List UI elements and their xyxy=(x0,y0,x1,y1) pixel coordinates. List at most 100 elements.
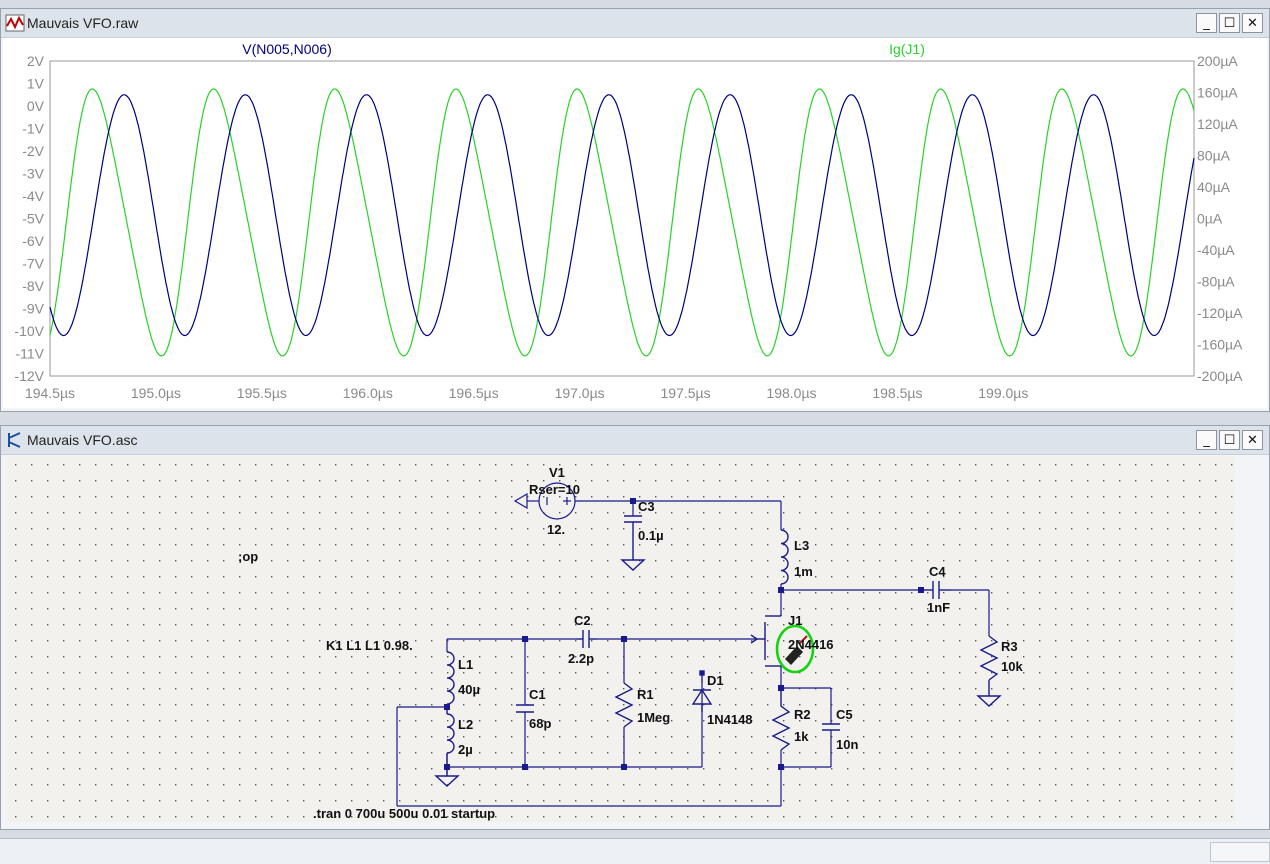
c3-name-label: C3 xyxy=(638,499,655,514)
schematic-drawing[interactable]: V1 Rser=10 12. C3 0.1µ L3 1m C4 1nF R3 1… xyxy=(7,456,1235,822)
schematic-window: Mauvais VFO.asc _ ☐ ✕ xyxy=(0,425,1270,830)
y-right-tick-label: 160µA xyxy=(1197,85,1238,101)
tran-directive[interactable]: .tran 0 700u 500u 0.01 startup xyxy=(313,806,495,821)
c3-capacitor[interactable] xyxy=(620,515,646,571)
l3-name-label: L3 xyxy=(794,538,809,553)
c4-capacitor[interactable] xyxy=(921,581,951,599)
r3-resistor[interactable] xyxy=(976,635,1002,707)
y-left-tick-label: -10V xyxy=(14,323,44,339)
r1-name-label: R1 xyxy=(637,687,654,702)
x-tick-label: 198.0µs xyxy=(766,385,816,401)
y-left-tick-label: 1V xyxy=(27,76,45,92)
close-button[interactable]: ✕ xyxy=(1242,430,1263,450)
x-tick-label: 199.0µs xyxy=(978,385,1028,401)
j1-value-label: 2N4416 xyxy=(788,637,834,652)
l2-inductor[interactable] xyxy=(446,704,455,767)
k1-directive[interactable]: K1 L1 L1 0.98. xyxy=(326,638,413,653)
c5-capacitor[interactable] xyxy=(822,723,840,731)
c2-name-label: C2 xyxy=(574,613,591,628)
minimize-button[interactable]: _ xyxy=(1196,13,1217,33)
schematic-canvas[interactable]: V1 Rser=10 12. C3 0.1µ L3 1m C4 1nF R3 1… xyxy=(7,456,1235,822)
trace-current xyxy=(49,88,1195,357)
r2-resistor[interactable] xyxy=(771,690,791,751)
op-directive[interactable]: ;op xyxy=(238,549,258,564)
c1-capacitor[interactable] xyxy=(516,704,534,713)
l1-inductor[interactable] xyxy=(446,651,455,705)
schematic-titlebar[interactable]: Mauvais VFO.asc _ ☐ ✕ xyxy=(1,426,1269,455)
y-right-tick-label: -200µA xyxy=(1197,368,1243,384)
y-right-tick-label: 200µA xyxy=(1197,53,1238,69)
v1-name-label: V1 xyxy=(549,465,565,480)
x-tick-label: 195.5µs xyxy=(237,385,287,401)
r2-value-label: 1k xyxy=(794,729,809,744)
y-right-tick-label: -160µA xyxy=(1197,337,1243,353)
v1-value-label: 12. xyxy=(547,522,565,537)
y-axis-left-ticks: 2V1V0V-1V-2V-3V-4V-5V-6V-7V-8V-9V-10V-11… xyxy=(14,53,44,384)
maximize-button[interactable]: ☐ xyxy=(1219,13,1240,33)
v1-voltage-source[interactable] xyxy=(513,482,576,520)
y-left-tick-label: 2V xyxy=(27,53,45,69)
x-tick-label: 197.0µs xyxy=(555,385,605,401)
j1-jfet[interactable] xyxy=(750,614,782,668)
probe-highlight-circle xyxy=(775,624,815,674)
plot-frame xyxy=(49,60,1195,377)
y-left-tick-label: -6V xyxy=(22,233,44,249)
trace-label-current[interactable]: Ig(J1) xyxy=(889,41,925,57)
schematic-window-title: Mauvais VFO.asc xyxy=(27,432,138,448)
y-left-tick-label: -12V xyxy=(14,368,44,384)
transistor-icon xyxy=(8,432,21,448)
ground-symbol xyxy=(434,767,460,787)
y-left-tick-label: -1V xyxy=(22,121,44,137)
l3-value-label: 1m xyxy=(794,564,813,579)
close-button[interactable]: ✕ xyxy=(1242,13,1263,33)
trace-voltage xyxy=(49,94,1195,337)
c3-value-label: 0.1µ xyxy=(638,528,664,543)
c4-name-label: C4 xyxy=(929,564,946,579)
waveform-titlebar[interactable]: Mauvais VFO.raw _ ☐ ✕ xyxy=(1,9,1269,38)
y-left-tick-label: -3V xyxy=(22,166,44,182)
x-tick-label: 195.0µs xyxy=(131,385,181,401)
d1-diode[interactable] xyxy=(691,670,713,712)
x-tick-label: 194.5µs xyxy=(25,385,75,401)
y-left-tick-label: -4V xyxy=(22,188,44,204)
v1-rser-label: Rser=10 xyxy=(529,482,580,497)
trace-label-voltage[interactable]: V(N005,N006) xyxy=(242,41,332,57)
d1-name-label: D1 xyxy=(707,673,724,688)
l3-inductor[interactable] xyxy=(780,529,789,585)
c2-capacitor[interactable] xyxy=(577,630,597,648)
l2-value-label: 2µ xyxy=(458,742,473,757)
minimize-button[interactable]: _ xyxy=(1196,430,1217,450)
c2-value-label: 2.2p xyxy=(568,651,594,666)
c1-name-label: C1 xyxy=(529,687,546,702)
r1-value-label: 1Meg xyxy=(637,710,670,725)
r3-name-label: R3 xyxy=(1001,639,1018,654)
y-right-tick-label: -80µA xyxy=(1197,274,1235,290)
l1-value-label: 40µ xyxy=(458,682,480,697)
j1-name-label: J1 xyxy=(788,613,802,628)
r1-resistor[interactable] xyxy=(614,682,634,728)
y-right-tick-label: -40µA xyxy=(1197,242,1235,258)
y-left-tick-label: -9V xyxy=(22,301,44,317)
x-tick-label: 196.5µs xyxy=(449,385,499,401)
c1-value-label: 68p xyxy=(529,716,551,731)
y-left-tick-label: 0V xyxy=(27,98,45,114)
waveform-plot[interactable]: 2V1V0V-1V-2V-3V-4V-5V-6V-7V-8V-9V-10V-11… xyxy=(3,38,1267,408)
c5-value-label: 10n xyxy=(836,737,858,752)
y-right-tick-label: 0µA xyxy=(1197,211,1223,227)
status-bar-cell xyxy=(1210,842,1270,862)
y-right-tick-label: 40µA xyxy=(1197,179,1231,195)
waveform-icon xyxy=(5,14,25,32)
r3-value-label: 10k xyxy=(1001,659,1023,674)
l1-name-label: L1 xyxy=(458,657,473,672)
y-left-tick-label: -8V xyxy=(22,278,44,294)
x-tick-label: 197.5µs xyxy=(661,385,711,401)
x-tick-label: 198.5µs xyxy=(872,385,922,401)
status-bar xyxy=(0,838,1270,864)
y-right-tick-label: 80µA xyxy=(1197,148,1231,164)
y-axis-right-ticks: 200µA160µA120µA80µA40µA0µA-40µA-80µA-120… xyxy=(1197,53,1243,384)
maximize-button[interactable]: ☐ xyxy=(1219,430,1240,450)
l2-name-label: L2 xyxy=(458,717,473,732)
